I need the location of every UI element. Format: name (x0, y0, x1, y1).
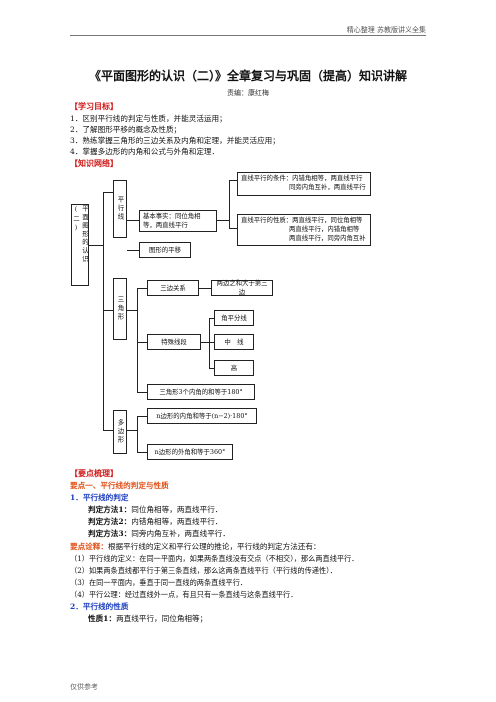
special-segment-box: 特殊线段 (147, 334, 201, 350)
method-line: 判定方法2：内错角相等，两直线平行． (88, 516, 222, 527)
property-line: 两直线平行，同旁内角互补 (289, 234, 366, 242)
point1-heading: 要点一、平行线的判定与性质 (70, 481, 169, 490)
goal-item: 3．熟练掌握三角形的三边关系及内角和定理，并能灵活应用； (70, 136, 280, 145)
three-sides-box: 三边关系 (147, 280, 199, 296)
method-line: 判定方法3：同旁内角互补，两直线平行． (88, 528, 230, 539)
property-box: 直线平行的性质：两直线平行，同位角相等 两直线平行，内错角相等 两直线平行，同旁… (237, 214, 371, 246)
sub2-heading: 2．平行线的性质 (70, 602, 129, 611)
property-label: 性质1： (88, 614, 117, 623)
header-text: 精心整理 苏教版讲义全集 (346, 26, 426, 34)
goals-heading: 【学习目标】 (70, 101, 118, 111)
note-item: （2）如果两条直线都平行于第三条直线，那么这两条直线平行（平行线的传递性）． (70, 566, 337, 575)
method-text: 内错角相等，两直线平行． (131, 517, 223, 526)
two-sides-box: 两边之和大于第三边 (211, 279, 273, 296)
knowledge-network-diagram: 平面图形的认识(二) 平行线 基本事实：同位角相等，两直线平行 图形的平移 直线… (69, 172, 371, 460)
translation-box: 图形的平移 (139, 242, 191, 258)
method-label: 判定方法3： (88, 529, 132, 538)
goal-item: 4．掌握多边形的内角和公式与外角和定理． (70, 147, 220, 156)
note-label: 要点诠释： (70, 542, 108, 551)
points-heading: 【要点梳理】 (70, 468, 118, 478)
note-line: 要点诠释：根据平行线的定义和平行公理的推论，平行线的判定方法还有： (70, 541, 321, 552)
parallel-box: 平行线 (113, 180, 127, 238)
property-text: 两直线平行，同位角相等； (116, 614, 208, 623)
header-rule (70, 35, 426, 36)
judge-box: 直线平行的条件：内错角相等，两直线平行 同旁内角互补，两直线平行 (237, 172, 371, 196)
judge-line: 直线平行的条件：内错角相等，两直线平行 (241, 174, 363, 182)
median-box: 中 线 (214, 334, 254, 350)
judge-line: 同旁内角互补，两直线平行 (289, 183, 366, 191)
method-text: 同位角相等，两直线平行． (131, 505, 223, 514)
goal-item: 1．区别平行线的判定与性质，并能灵活运用； (70, 114, 227, 123)
property-line: 直线平行的性质：两直线平行，同位角相等 (241, 216, 363, 224)
method-label: 判定方法1： (88, 505, 132, 514)
goal-item: 2．了解图形平移的概念及性质； (70, 125, 182, 134)
sub1-heading: 1．平行线的判定 (70, 493, 129, 502)
note-text: 根据平行线的定义和平行公理的推论，平行线的判定方法还有： (107, 542, 321, 551)
editor-line: 责编：康红梅 (227, 89, 269, 97)
footer-text: 仅供参考 (70, 683, 98, 691)
property-line: 性质1：两直线平行，同位角相等； (88, 613, 207, 624)
property-line: 两直线平行，内错角相等 (289, 225, 360, 233)
polygon-outer-box: n边形的外角和等于360° (147, 444, 233, 460)
note-item: （1）平行线的定义：在同一平面内，如果两条直线没有交点（不相交），那么两直线平行… (70, 554, 359, 563)
page-title: 《平面图形的认识（二）》全章复习与巩固（提高）知识讲解 (88, 69, 407, 83)
note-item: （3）在同一平面内，垂直于同一直线的两条直线平行． (70, 578, 248, 587)
basic-fact-box: 基本事实：同位角相等，两直线平行 (139, 210, 217, 232)
network-heading: 【知识网络】 (70, 158, 118, 168)
polygon-inner-box: n边形的内角和等于(n−2)·180° (147, 408, 257, 424)
root-box: 平面图形的认识(二) (71, 204, 89, 286)
bisector-box: 角平分线 (214, 310, 254, 326)
method-text: 同旁内角互补，两直线平行． (131, 529, 230, 538)
triangle-angle-sum-box: 三角形3个内角的和等于180° (147, 384, 255, 400)
altitude-box: 高 (214, 360, 254, 376)
method-line: 判定方法1：同位角相等，两直线平行． (88, 504, 222, 515)
note-item: （4）平行公理：经过直线外一点，有且只有一条直线与这条直线平行． (70, 590, 298, 599)
polygon-box: 多边形 (113, 410, 127, 454)
triangle-box: 三角形 (113, 278, 127, 340)
method-label: 判定方法2： (88, 517, 132, 526)
